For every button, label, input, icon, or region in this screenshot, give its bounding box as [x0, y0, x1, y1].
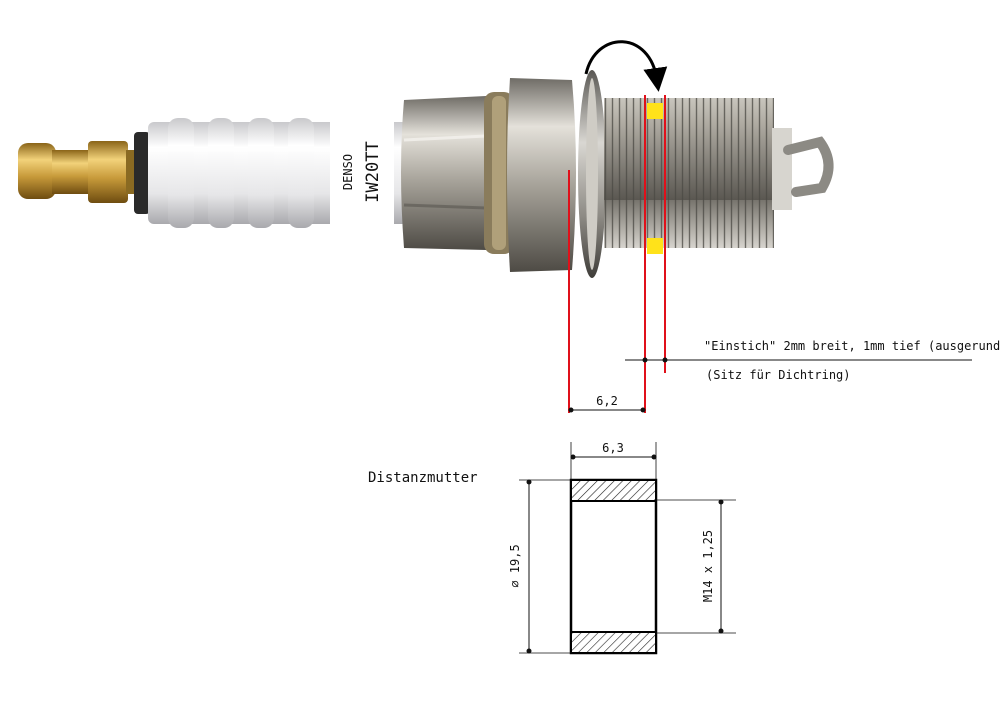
- dimension-thread: M14 x 1,25: [656, 499, 736, 634]
- label-area: [330, 120, 394, 226]
- hex-body: [401, 96, 490, 250]
- dim-6-3: 6,3: [602, 441, 624, 455]
- rotation-arrow: [584, 40, 668, 92]
- dimension-nut-width: 6,3: [570, 441, 657, 480]
- spark-plug: DENSO IW20TT: [18, 70, 834, 278]
- nut-wall-bottom: [572, 632, 655, 652]
- groove-note: "Einstich" 2mm breit, 1mm tief (ausgerun…: [704, 339, 1000, 353]
- sealing-washer: [578, 70, 606, 278]
- threaded-shank: [604, 98, 774, 248]
- nut-wall-top: [572, 481, 655, 501]
- lower-hex: [507, 78, 576, 272]
- seat-note: (Sitz für Dichtring): [706, 368, 851, 382]
- terminal-seal: [134, 132, 150, 214]
- dim-diameter: ∅ 19,5: [508, 544, 522, 587]
- groove-annotation: "Einstich" 2mm breit, 1mm tief (ausgerun…: [625, 339, 1000, 382]
- dimension-outer-diameter: ∅ 19,5: [508, 479, 571, 654]
- ground-electrode: [783, 136, 834, 197]
- brand-text: DENSO: [341, 154, 355, 190]
- nut-title: Distanzmutter: [368, 470, 478, 486]
- nut-cross-section: [569, 478, 658, 655]
- terminal-nut: [18, 141, 136, 203]
- dim-6-2: 6,2: [596, 394, 618, 408]
- tip-insulator: [772, 128, 792, 210]
- model-text: IW20TT: [363, 141, 383, 202]
- dim-thread: M14 x 1,25: [701, 530, 715, 602]
- dimension-plug-offset: 6,2: [568, 394, 646, 413]
- groove-highlight-top: [647, 103, 663, 119]
- groove-highlight-bottom: [647, 238, 663, 254]
